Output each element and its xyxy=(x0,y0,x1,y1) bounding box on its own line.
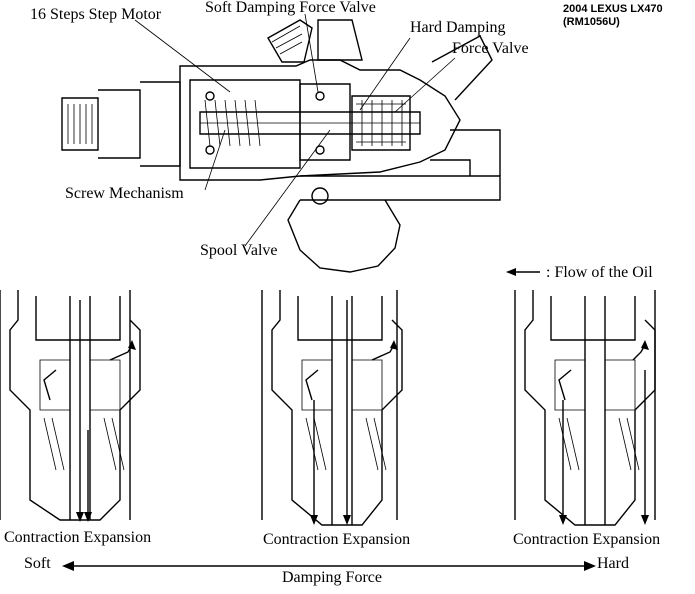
scale-soft-label: Soft xyxy=(24,555,51,572)
legend-arrow xyxy=(506,268,540,276)
legend-flow-of-oil: : Flow of the Oil xyxy=(546,264,653,281)
valve-soft xyxy=(0,290,141,522)
damping-scale-arrow xyxy=(62,561,596,571)
header-model: 2004 LEXUS LX470 xyxy=(563,3,663,15)
actuator-body xyxy=(61,19,501,273)
scale-hard-label: Hard xyxy=(597,555,629,572)
valve-medium xyxy=(261,290,403,526)
scale-damping-force-label: Damping Force xyxy=(282,569,382,586)
caption-soft-valve: Contraction Expansion xyxy=(4,529,152,546)
header-code: (RM1056U) xyxy=(563,15,620,28)
valve-hard xyxy=(514,290,656,526)
label-screw-mechanism: Screw Mechanism xyxy=(65,185,184,202)
label-hard-damping-valve-2: Force Valve xyxy=(452,40,529,57)
caption-medium-valve: Contraction Expansion xyxy=(263,531,411,548)
leader-lines xyxy=(134,13,456,247)
label-soft-damping-valve: Soft Damping Force Valve xyxy=(205,0,376,16)
doc-header: 2004 LEXUS LX470 (RM1056U) xyxy=(563,3,663,28)
label-step-motor: 16 Steps Step Motor xyxy=(30,6,162,23)
caption-hard-valve: Contraction Expansion xyxy=(513,531,661,548)
label-hard-damping-valve-1: Hard Damping xyxy=(410,19,506,36)
label-spool-valve: Spool Valve xyxy=(200,242,278,259)
